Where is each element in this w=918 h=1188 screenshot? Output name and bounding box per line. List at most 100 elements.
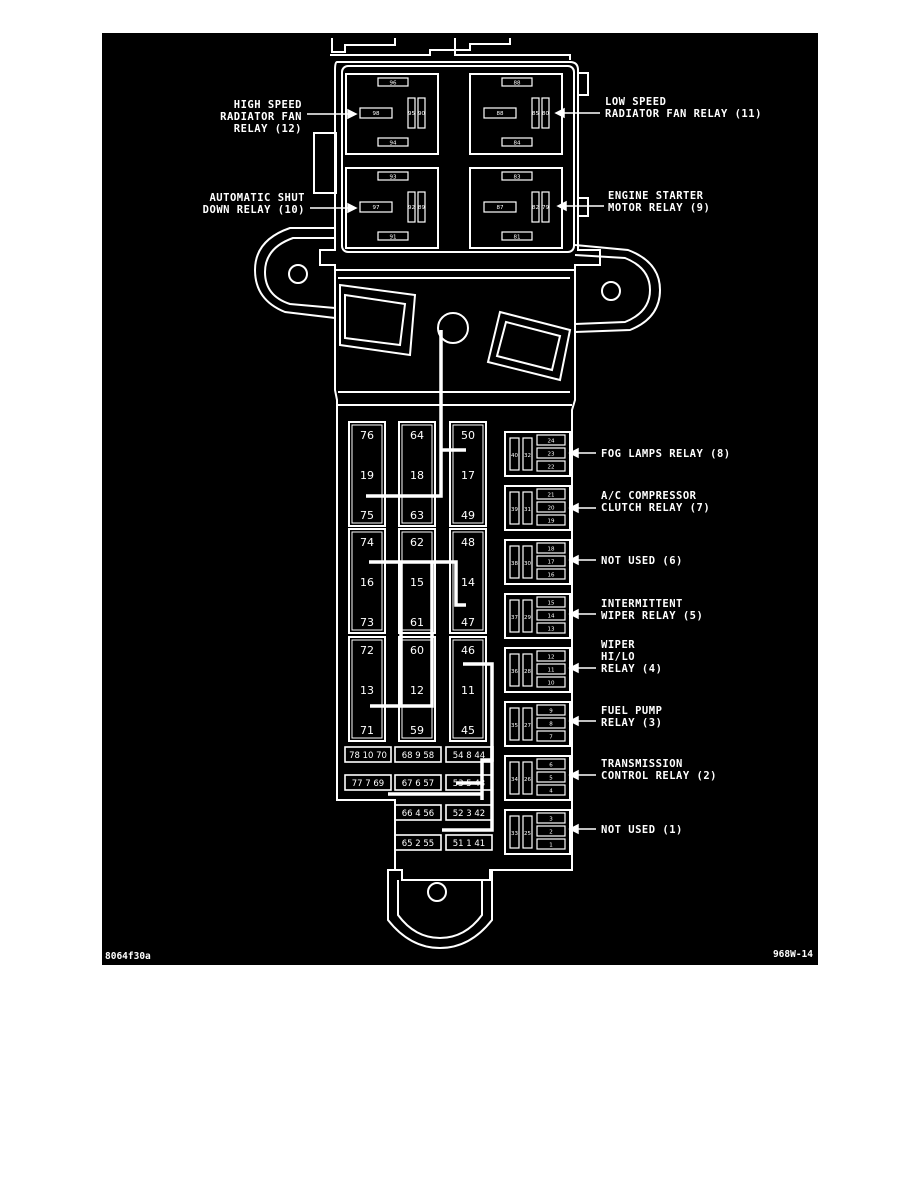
relay-pin: 30 [524,561,531,567]
ac-label-1: A/C COMPRESSOR [601,490,697,502]
relay-pin: 82 [532,205,539,211]
mini-fuse: 52 3 42 [445,804,493,821]
mini-fuse: 68 9 58 [394,746,442,763]
relay-pin: 93 [390,175,397,181]
relay-pin: 94 [390,141,397,147]
relay-pin: 89 [418,205,425,211]
relay-pin: 6 [549,763,553,769]
relay-pin: 12 [548,655,555,661]
mini-fuse: 78 10 70 [344,746,392,763]
mini-fuse: 77 7 69 [344,774,392,791]
fuse-pin: 75 [360,509,374,522]
relay-pin: 88 [514,81,521,87]
relay-pin: 11 [548,668,555,674]
fuse-pin: 61 [410,616,424,629]
starter-label-2: MOTOR RELAY (9) [608,202,710,214]
fuse-pin: 73 [360,616,374,629]
relay-pin: 88 [497,111,504,117]
trans-label-1: TRANSMISSION [601,758,683,770]
relay-pin: 85 [532,111,539,117]
asd-label-1: AUTOMATIC SHUT [209,192,305,204]
relay-pin: 84 [514,141,521,147]
fuel-label-1: FUEL PUMP [601,705,662,717]
fuse-pin: 45 [461,724,475,737]
relay-pin: 10 [548,681,555,687]
high-speed-label-2: RADIATOR FAN [220,111,302,123]
relay-pin: 31 [524,507,531,513]
relay-pin: 36 [511,669,518,675]
diagram-panel [102,33,818,965]
relay-pin: 80 [542,111,549,117]
fuse-slot: 74 16 73 [348,528,386,634]
relay-pin: 98 [373,111,380,117]
mini-fuse: 66 4 56 [394,804,442,821]
relay-pin: 18 [548,547,555,553]
relay-pin: 8 [549,722,553,728]
fuse-pin: 49 [461,509,475,522]
mini-fuse-label: 66 4 56 [402,809,434,819]
relay-pin: 21 [548,493,555,499]
fuse-pin: 62 [410,536,424,549]
relay-pin: 35 [511,723,518,729]
wiper-int-label-1: INTERMITTENT [601,598,683,610]
relay-pin: 97 [373,205,380,211]
mini-fuse-label: 67 6 57 [402,779,434,789]
relay-pin: 7 [549,735,553,741]
mini-fuse: 65 2 55 [394,834,442,851]
relay-pin: 1 [549,843,553,849]
starter-label-1: ENGINE STARTER [608,190,704,202]
relay-pin: 79 [542,205,549,211]
relay-pin: 90 [418,111,425,117]
fuse-pin: 50 [461,429,475,442]
fuse-pin: 48 [461,536,475,549]
asd-label-2: DOWN RELAY (10) [203,204,305,216]
wiper-hilo-label-1: WIPER [601,639,635,651]
figure-code-right: 968W-14 [773,949,813,960]
relay-pin: 15 [548,601,555,607]
relay-pin: 29 [524,615,531,621]
relay-pin: 17 [548,560,555,566]
fuse-number: 16 [360,576,374,589]
relay-pin: 3 [549,817,553,823]
relay-pin: 39 [511,507,518,513]
relay-pin: 32 [524,453,531,459]
fuse-number: 13 [360,684,374,697]
fuse-pin: 59 [410,724,424,737]
mini-fuse-label: 65 2 55 [402,839,434,849]
relay-pin: 96 [390,81,397,87]
relay-pin: 28 [524,669,531,675]
relay-pin: 5 [549,776,553,782]
fuse-pin: 74 [360,536,374,549]
relay-pin: 19 [548,519,555,525]
relay-pin: 22 [548,465,555,471]
relay-pin: 81 [514,235,521,241]
mini-fuse-label: 68 9 58 [402,751,434,761]
mini-fuse-label: 78 10 70 [349,751,387,761]
relay-pin: 27 [524,723,531,729]
mini-fuse-label: 52 3 42 [453,809,485,819]
high-speed-label-1: HIGH SPEED [234,99,302,111]
relay-pin: 95 [408,111,415,117]
low-speed-label-1: LOW SPEED [605,96,666,108]
mini-relay: 36 28 12 11 10 [504,647,571,693]
fog-label: FOG LAMPS RELAY (8) [601,448,731,460]
fuse-pin: 64 [410,429,424,442]
fuse-number: 12 [410,684,424,697]
relay-pin: 38 [511,561,518,567]
relay-pin: 92 [408,205,415,211]
relay-pin: 13 [548,627,555,633]
